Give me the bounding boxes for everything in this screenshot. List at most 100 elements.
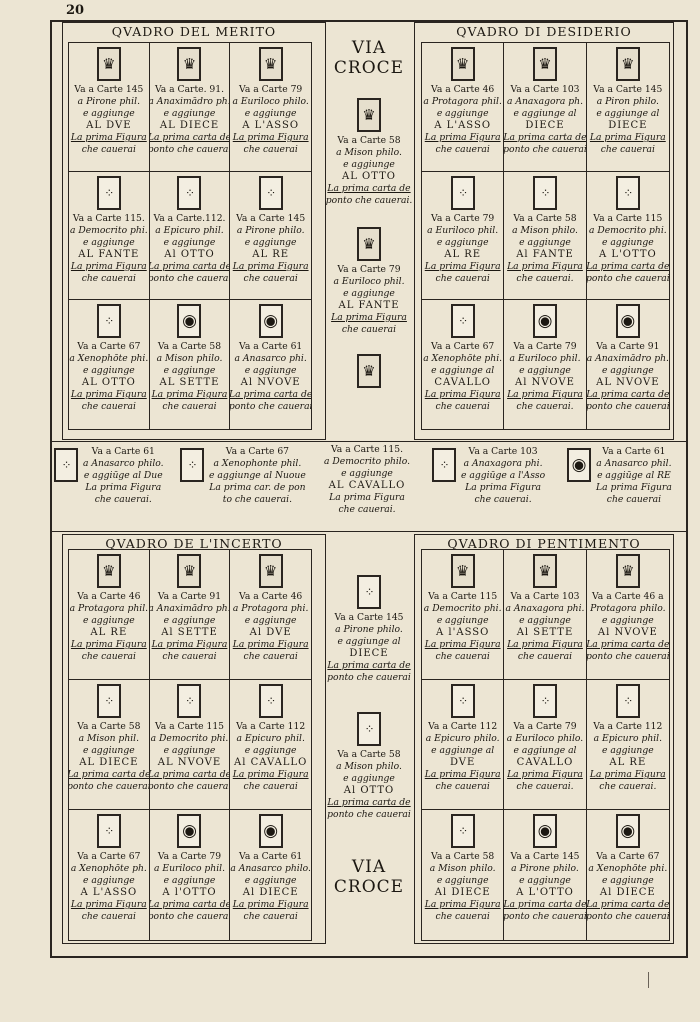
table-cell: ⁘Va a Carte 115.a Democrito phi.e aggiun… — [69, 171, 150, 301]
card-value-line: Al CAVALLO — [234, 757, 308, 768]
card-value-line: A l'OTTO — [162, 887, 217, 898]
bottom-rule — [50, 956, 688, 958]
instruction-line-2: che cauerai — [435, 401, 490, 413]
section-merito: QVADRO DEL MERITO — [62, 22, 326, 440]
pip-card-icon: ⁘ — [357, 575, 381, 609]
philosopher-line: a Euriloco phil. — [427, 224, 499, 236]
instruction-line-2: ponto che cauerai — [69, 781, 150, 792]
philosopher-line: a Euriloco philo. — [232, 96, 309, 107]
philosopher-line: a Democrito phi. — [69, 224, 148, 236]
figure-card-icon: ♛ — [615, 47, 640, 81]
aggiunge-line: e aggiunge — [601, 615, 654, 626]
section-title: QVADRO DEL MERITO — [111, 24, 277, 39]
strip-line: che cauerai — [606, 494, 662, 505]
via-label: VIA — [351, 857, 387, 877]
aggiunge-line: e aggiunge al — [596, 108, 660, 119]
strip-line: La prima Figura — [596, 482, 672, 493]
pip-card-icon: ⁘ — [450, 684, 475, 718]
instruction-line-2: che cauerai — [162, 401, 217, 413]
page-ref-line: Va a Carte 103 — [510, 591, 580, 602]
philosopher-line: a Protagora phil. — [423, 96, 502, 107]
instruction-line-2: che cauerai — [81, 144, 136, 155]
page-ref-line: Va a Carte 61 — [239, 341, 303, 353]
instruction-line: La prima Figura — [424, 639, 501, 650]
aggiunge-line: e aggiunge — [436, 236, 489, 248]
figure-card-icon: ♛ — [96, 47, 121, 81]
instruction-line: La prima Figura — [70, 260, 147, 272]
philosopher-line: a Xenophōte phi. — [588, 863, 668, 874]
philosopher-line: a Mison philo. — [336, 761, 402, 772]
instruction-line: La prima carta de — [504, 899, 587, 910]
instruction-line: La prima carta de — [327, 660, 411, 671]
instruction-line: La prima Figura — [232, 899, 309, 910]
strip-line: Va a Carte 115. — [331, 444, 404, 455]
pip-card-icon: ⁘ — [177, 175, 202, 210]
aggiunge-line: e aggiunge — [82, 615, 135, 626]
instruction-line: La prima carta de — [327, 797, 411, 808]
philosopher-line: a Xenophōte phi. — [69, 353, 149, 365]
philosopher-line: a Euriloco phil. — [509, 353, 581, 365]
strip-line: e aggiūge al Due — [83, 470, 163, 481]
coin-card-icon: ◉ — [532, 814, 557, 848]
instruction-line-2: ponto che cauerai — [149, 144, 231, 155]
pip-card-icon: ⁘ — [615, 175, 640, 210]
instruction-line-2: che cauerai. — [516, 781, 574, 792]
strip-line: a Anaxagora phi. — [463, 458, 543, 469]
philosopher-line: a Mison philo. — [156, 353, 223, 365]
pip-card-icon: ⁘ — [432, 448, 456, 482]
card-value-line: Al NVOVE — [240, 377, 301, 389]
figure-card-icon: ♛ — [357, 98, 381, 132]
philosopher-line: a Mison philo. — [512, 224, 578, 236]
aggiunge-line: e aggiunge — [82, 875, 135, 886]
page-ref-line: Va a Carte. 91. — [154, 84, 225, 95]
aggiunge-line: e aggiunge — [343, 773, 395, 784]
instruction-line-2: che cauerai. — [516, 272, 574, 284]
instruction-line-2: che cauerai — [517, 651, 573, 662]
page-ref-line: Va a Carte 91 — [157, 591, 222, 602]
figure-card-icon: ♛ — [258, 554, 283, 588]
philosopher-line: a Mison philo. — [429, 863, 496, 874]
philosopher-line: a Democrito phi. — [423, 603, 502, 614]
aggiunge-line: e aggiunge — [163, 108, 216, 119]
instruction-line: La prima Figura — [424, 132, 501, 143]
aggiunge-line: e aggiunge — [244, 875, 297, 886]
instruction-line-2: ponto che cauerai — [327, 809, 411, 820]
instruction-line-2: ponto che cauerai — [149, 781, 231, 792]
coin-card-icon: ◉ — [532, 304, 557, 339]
margin-mark — [648, 972, 649, 988]
aggiunge-line: e aggiunge — [82, 108, 135, 119]
aggiunge-line: e aggiunge — [244, 745, 297, 756]
instruction-line-2: ponto che cauerai — [586, 911, 669, 922]
page-ref-line: Va a Carte 112 — [428, 721, 498, 732]
instruction-line-2: che cauerai — [243, 911, 298, 922]
page-ref-line: Va a Carte 145 — [74, 84, 144, 95]
instruction-line: La prima Figura — [232, 132, 309, 143]
instruction-line: La prima Figura — [507, 389, 583, 401]
card-value-line: AL NVOVE — [157, 757, 222, 768]
page-ref-line: Va a Carte 145 — [334, 612, 404, 623]
page-ref-line: Va a Carte 67 — [77, 851, 141, 862]
page-ref-line: Va a Carte 46 a — [592, 591, 664, 602]
card-value-line: AL DIECE — [79, 757, 139, 768]
instruction-line: La prima Figura — [232, 260, 309, 272]
strip-line: a Xenophonte phil. — [213, 458, 302, 469]
page-ref-line: Va a Carte 115 — [428, 591, 498, 602]
strip-line: Va a Carte 67 — [225, 446, 290, 457]
aggiunge-line: e aggiunge — [601, 236, 654, 248]
strip-line: a Democrito philo. — [324, 456, 411, 467]
instruction-line: La prima Figura — [70, 899, 147, 910]
